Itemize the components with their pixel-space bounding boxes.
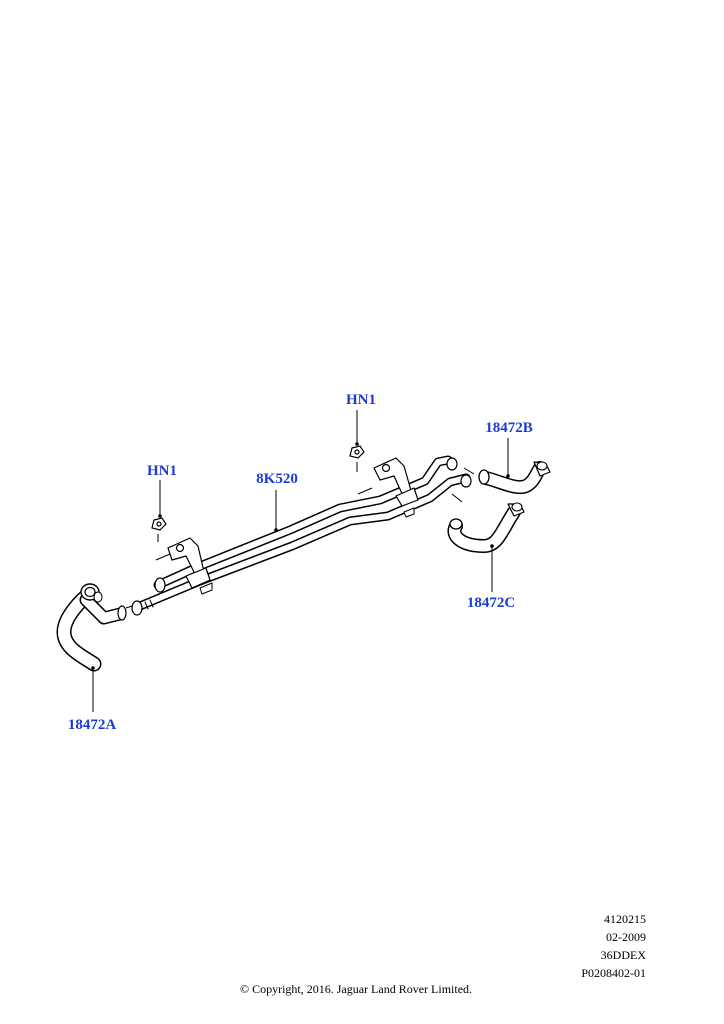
diagram-date: 02-2009 bbox=[606, 930, 646, 944]
upper-tube-left-end bbox=[154, 577, 166, 593]
copyright-notice: © Copyright, 2016. Jaguar Land Rover Lim… bbox=[239, 982, 473, 996]
callout-labels: HN1 HN1 8K520 18472B 18472C 18472A bbox=[68, 392, 533, 733]
hose-18472b bbox=[478, 461, 551, 494]
diagram-code: 4120215 bbox=[604, 912, 646, 926]
lower-tube-left-end bbox=[131, 600, 143, 616]
tube-assembly-8k520 bbox=[131, 455, 472, 616]
callout-18472b[interactable]: 18472B bbox=[485, 420, 533, 436]
hose-18472c bbox=[447, 502, 525, 553]
leader-dots bbox=[91, 442, 510, 670]
left-mounting-bracket bbox=[167, 537, 211, 589]
tube-clip bbox=[199, 582, 213, 595]
hose-18472a bbox=[56, 583, 127, 672]
diagram-model-code: 36DDEX bbox=[600, 948, 646, 962]
lower-tube-right-end bbox=[460, 474, 472, 488]
upper-tube-right-end bbox=[446, 457, 458, 471]
callout-8k520[interactable]: 8K520 bbox=[256, 471, 298, 487]
diagram-reference: P0208402-01 bbox=[581, 966, 646, 980]
callout-hn1-left[interactable]: HN1 bbox=[147, 463, 177, 479]
callout-hn1-right[interactable]: HN1 bbox=[346, 392, 376, 408]
nut-hn1-right bbox=[349, 445, 365, 459]
callout-18472a[interactable]: 18472A bbox=[68, 717, 117, 733]
callout-18472c[interactable]: 18472C bbox=[467, 595, 515, 611]
nut-hn1-left bbox=[151, 517, 167, 531]
leader-lines bbox=[92, 410, 509, 712]
right-mounting-bracket bbox=[373, 457, 419, 507]
tube-clip bbox=[403, 507, 415, 518]
